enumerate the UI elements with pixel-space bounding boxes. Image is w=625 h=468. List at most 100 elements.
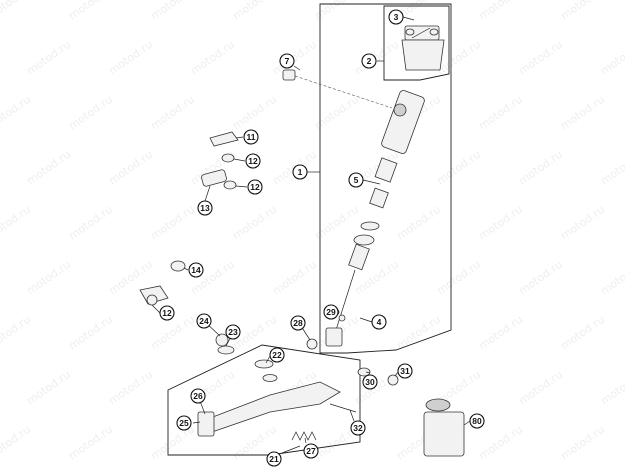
- callout-32: 32: [350, 420, 366, 436]
- master-cylinder-body: [381, 90, 425, 154]
- watermark-text: motod.ru: [394, 203, 443, 243]
- watermark-text: motod.ru: [24, 258, 73, 298]
- parts: [139, 25, 465, 457]
- svg-text:26: 26: [193, 391, 203, 401]
- svg-text:29: 29: [326, 307, 336, 317]
- watermark-text: motod.ru: [516, 258, 565, 298]
- seal-ring-bleeder: [146, 294, 158, 306]
- watermark-text: motod.ru: [598, 258, 625, 298]
- watermark-text: motod.ru: [66, 0, 115, 22]
- callout-5: 5: [348, 172, 364, 188]
- watermark-text: motod.ru: [66, 93, 115, 133]
- watermark-text: motod.ru: [516, 148, 565, 188]
- pin-28: [306, 338, 318, 350]
- reservoir-body: [401, 39, 445, 71]
- watermark-text: motod.ru: [516, 38, 565, 78]
- svg-text:32: 32: [353, 423, 363, 433]
- watermark-text: motod.ru: [148, 423, 197, 463]
- callout-21: 21: [266, 451, 282, 467]
- seal-ring-upper: [221, 153, 235, 163]
- piston: [369, 187, 389, 209]
- watermark-text: motod.ru: [558, 93, 607, 133]
- clevis: [325, 327, 343, 347]
- brake-pedal-frame: [167, 344, 361, 456]
- watermark-text: motod.ru: [230, 0, 279, 22]
- svg-text:25: 25: [179, 418, 189, 428]
- master-cylinder-port: [393, 103, 407, 117]
- svg-text:80: 80: [472, 416, 482, 426]
- watermark-text: motod.ru: [270, 258, 319, 298]
- reservoir-80-cap: [425, 398, 451, 412]
- watermark-text: motod.ru: [558, 423, 607, 463]
- watermark-text: motod.ru: [598, 368, 625, 408]
- bushing-24: [215, 333, 229, 347]
- svg-text:12: 12: [248, 156, 258, 166]
- watermark-text: motod.ru: [0, 0, 33, 22]
- callout-23: 23: [225, 324, 241, 340]
- watermark-text: motod.ru: [0, 313, 33, 353]
- watermark-text: motod.ru: [558, 313, 607, 353]
- master-cylinder-frame: [319, 3, 452, 354]
- return-spring: [291, 431, 317, 441]
- callout-12c: 12: [159, 305, 175, 321]
- watermark-text: motod.ru: [434, 258, 483, 298]
- watermark-text: motod.ru: [0, 423, 33, 463]
- brake-pedal-lever: [204, 381, 341, 433]
- callout-29: 29: [323, 304, 339, 320]
- hose-clamp: [282, 69, 296, 81]
- piston-seal: [360, 221, 380, 231]
- callout-7: 7: [279, 53, 295, 69]
- pedal-tip: [197, 411, 215, 437]
- callout-1: 1: [292, 164, 308, 180]
- watermark-text: motod.ru: [434, 148, 483, 188]
- cap-screw-right: [429, 28, 439, 36]
- callout-4: 4: [371, 314, 387, 330]
- watermark-text: motod.ru: [148, 0, 197, 22]
- watermark-text: motod.ru: [66, 203, 115, 243]
- assembly-frames: [167, 3, 452, 456]
- callout-31: 31: [397, 363, 413, 379]
- svg-text:12: 12: [162, 308, 172, 318]
- callout-26: 26: [190, 388, 206, 404]
- svg-text:21: 21: [269, 454, 279, 464]
- watermark-text: motod.ru: [230, 93, 279, 133]
- watermark-text: motod.ru: [476, 203, 525, 243]
- spring-30: [357, 367, 371, 377]
- callout-27: 27: [303, 443, 319, 459]
- washer-23: [217, 345, 235, 355]
- watermark-text: motod.ru: [66, 423, 115, 463]
- callout-22: 22: [269, 347, 285, 363]
- piston-spring: [374, 157, 398, 183]
- svg-text:11: 11: [247, 132, 256, 142]
- bleeder-cap: [170, 260, 186, 272]
- reservoir-hose: [294, 75, 393, 109]
- watermark-text: motod.ru: [516, 368, 565, 408]
- boot: [353, 234, 375, 246]
- watermark-text: motod.ru: [476, 0, 525, 22]
- push-rod: [335, 269, 356, 331]
- callout-30: 30: [362, 374, 378, 390]
- watermark-text: motod.ru: [558, 203, 607, 243]
- callout-12a: 12: [245, 153, 261, 169]
- watermark-text: motod.ru: [24, 38, 73, 78]
- callout-14: 14: [188, 262, 204, 278]
- watermark-text: motod.ru: [106, 148, 155, 188]
- callout-12b: 12: [247, 179, 263, 195]
- banjo-bolt: [209, 131, 239, 147]
- watermark-text: motod.ru: [106, 38, 155, 78]
- svg-text:27: 27: [306, 446, 316, 456]
- svg-text:3: 3: [394, 12, 399, 22]
- bushing-22-lower: [262, 374, 278, 382]
- watermark-text: motod.ru: [476, 313, 525, 353]
- svg-text:31: 31: [400, 366, 410, 376]
- svg-text:5: 5: [354, 175, 359, 185]
- callout-2: 2: [361, 53, 377, 69]
- svg-text:4: 4: [377, 317, 382, 327]
- watermark-text: motod.ru: [148, 203, 197, 243]
- watermark-text: motod.ru: [24, 368, 73, 408]
- callout-25: 25: [176, 415, 192, 431]
- watermark-text: motod.ru: [188, 38, 237, 78]
- watermark-text: motod.ru: [558, 0, 607, 22]
